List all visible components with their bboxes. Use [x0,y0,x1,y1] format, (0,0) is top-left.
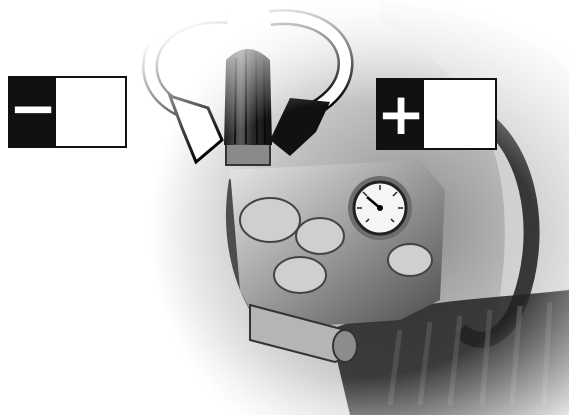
pressure-gauge-icon [348,176,412,240]
increase-blank-box [424,80,495,148]
cylinder-cap [332,329,358,363]
pressure-adjust-knob [224,49,272,166]
decrease-blank-box [56,78,125,146]
decrease-pressure-indicator: − [8,76,127,148]
minus-icon: − [9,78,57,146]
increase-pressure-indicator: + [376,78,497,150]
plus-icon: + [376,80,426,148]
